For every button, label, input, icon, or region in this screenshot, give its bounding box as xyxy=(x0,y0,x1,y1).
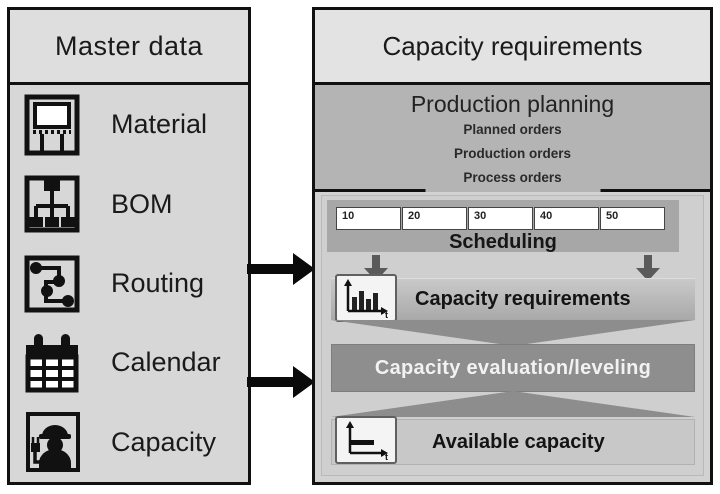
funnel-down-shape xyxy=(331,320,695,346)
list-item-label: Routing xyxy=(111,268,205,299)
list-item-label: Calendar xyxy=(111,347,221,378)
list-item-bom: BOM xyxy=(10,164,248,243)
capacity-requirements-box: Capacity requirements xyxy=(331,278,695,320)
bom-tree-icon xyxy=(23,171,81,237)
master-data-list: Material xyxy=(10,85,248,482)
time-axis-label: t xyxy=(385,310,388,318)
timeline-cell: 40 xyxy=(534,207,599,230)
master-data-title: Master data xyxy=(10,10,248,85)
down-arrow-icon xyxy=(636,255,660,281)
funnel-up-shape xyxy=(331,391,695,417)
list-item-label: Material xyxy=(111,109,208,140)
production-planning-box: Production planning Planned orders Produ… xyxy=(315,85,710,192)
timeline: 10 20 30 40 50 xyxy=(336,207,679,230)
list-item-capacity: Capacity xyxy=(10,403,248,482)
master-to-scheduling-arrow-icon xyxy=(247,253,315,285)
capacity-requirements-title: Capacity requirements xyxy=(315,10,710,85)
scheduling-label: Scheduling xyxy=(449,231,557,253)
capacity-requirements-panel: Capacity requirements Production plannin… xyxy=(312,7,713,485)
flipchart-icon xyxy=(23,92,81,158)
production-orders-label: Production orders xyxy=(453,146,571,161)
process-orders-label: Process orders xyxy=(463,170,562,185)
capacity-evaluation-label: Capacity evaluation/leveling xyxy=(374,356,652,379)
planned-orders-label: Planned orders xyxy=(463,122,562,137)
capacity-evaluation-box: Capacity evaluation/leveling xyxy=(331,344,695,392)
master-data-panel: Master data Material xyxy=(7,7,251,485)
worker-icon xyxy=(23,409,81,475)
calendar-icon xyxy=(23,330,81,396)
border-gap xyxy=(425,189,600,192)
timeline-cell: 50 xyxy=(600,207,665,230)
list-item-material: Material xyxy=(10,85,248,164)
timeline-cell: 30 xyxy=(468,207,533,230)
timeline-cell: 10 xyxy=(336,207,401,230)
routing-icon xyxy=(23,251,81,317)
master-to-leveling-arrow-icon xyxy=(247,366,315,398)
list-item-calendar: Calendar xyxy=(10,323,248,402)
list-item-label: BOM xyxy=(111,188,173,219)
capacity-requirements-label: Capacity requirements xyxy=(415,288,631,310)
scheduling-box: 10 20 30 40 50 Scheduling xyxy=(327,200,679,253)
time-axis-label: t xyxy=(385,452,388,460)
capacity-flow-area: 10 20 30 40 50 Scheduling Capacity requi… xyxy=(315,192,710,482)
timeline-cell: 20 xyxy=(402,207,467,230)
production-planning-title: Production planning xyxy=(410,91,615,117)
list-item-label: Capacity xyxy=(111,426,217,457)
bar-chart-icon: t xyxy=(335,274,397,322)
available-capacity-label: Available capacity xyxy=(432,430,605,453)
time-axis-icon: t xyxy=(335,416,397,464)
list-item-routing: Routing xyxy=(10,244,248,323)
